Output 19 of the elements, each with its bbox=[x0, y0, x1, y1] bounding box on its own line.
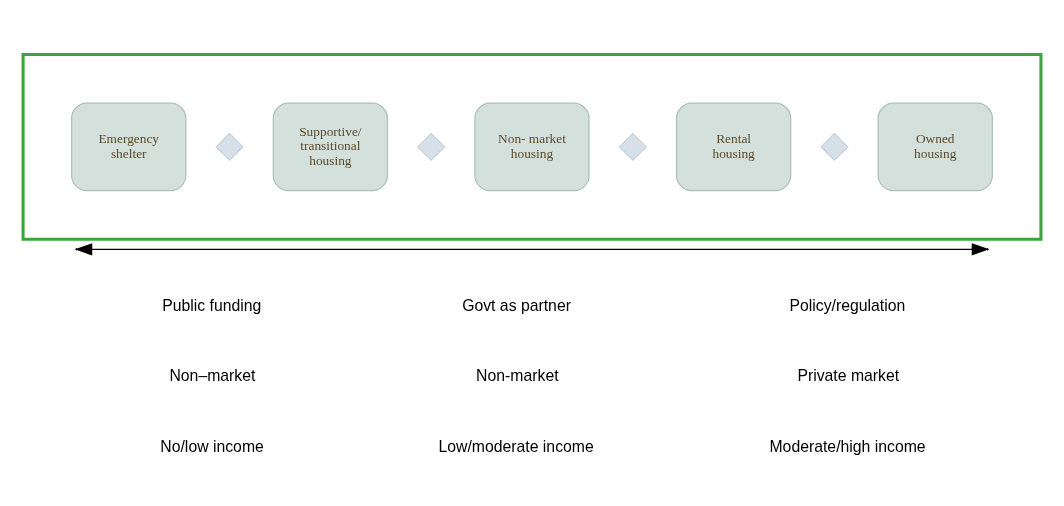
label: Public funding bbox=[162, 297, 262, 315]
label: No/low income bbox=[160, 437, 264, 455]
node-diamond bbox=[215, 132, 244, 162]
node-diamond bbox=[820, 132, 849, 162]
node-box: Non- market housing bbox=[474, 102, 590, 192]
label: Non–market bbox=[169, 367, 256, 385]
node-box: Emergency shelter bbox=[71, 102, 187, 192]
label: Private market bbox=[797, 367, 900, 385]
node-box: Supportive/ transitional housing bbox=[272, 102, 389, 192]
cluster bbox=[21, 53, 1043, 241]
label: Policy/regulation bbox=[789, 297, 906, 315]
label: Non-market bbox=[476, 367, 559, 385]
label: Moderate/high income bbox=[769, 437, 926, 455]
node-diamond bbox=[618, 132, 648, 162]
node-box: Owned housing bbox=[877, 102, 993, 192]
label: Low/moderate income bbox=[438, 437, 594, 455]
label: Govt as partner bbox=[462, 297, 571, 315]
node-box: Rental housing bbox=[675, 102, 792, 192]
node-diamond bbox=[416, 132, 446, 162]
